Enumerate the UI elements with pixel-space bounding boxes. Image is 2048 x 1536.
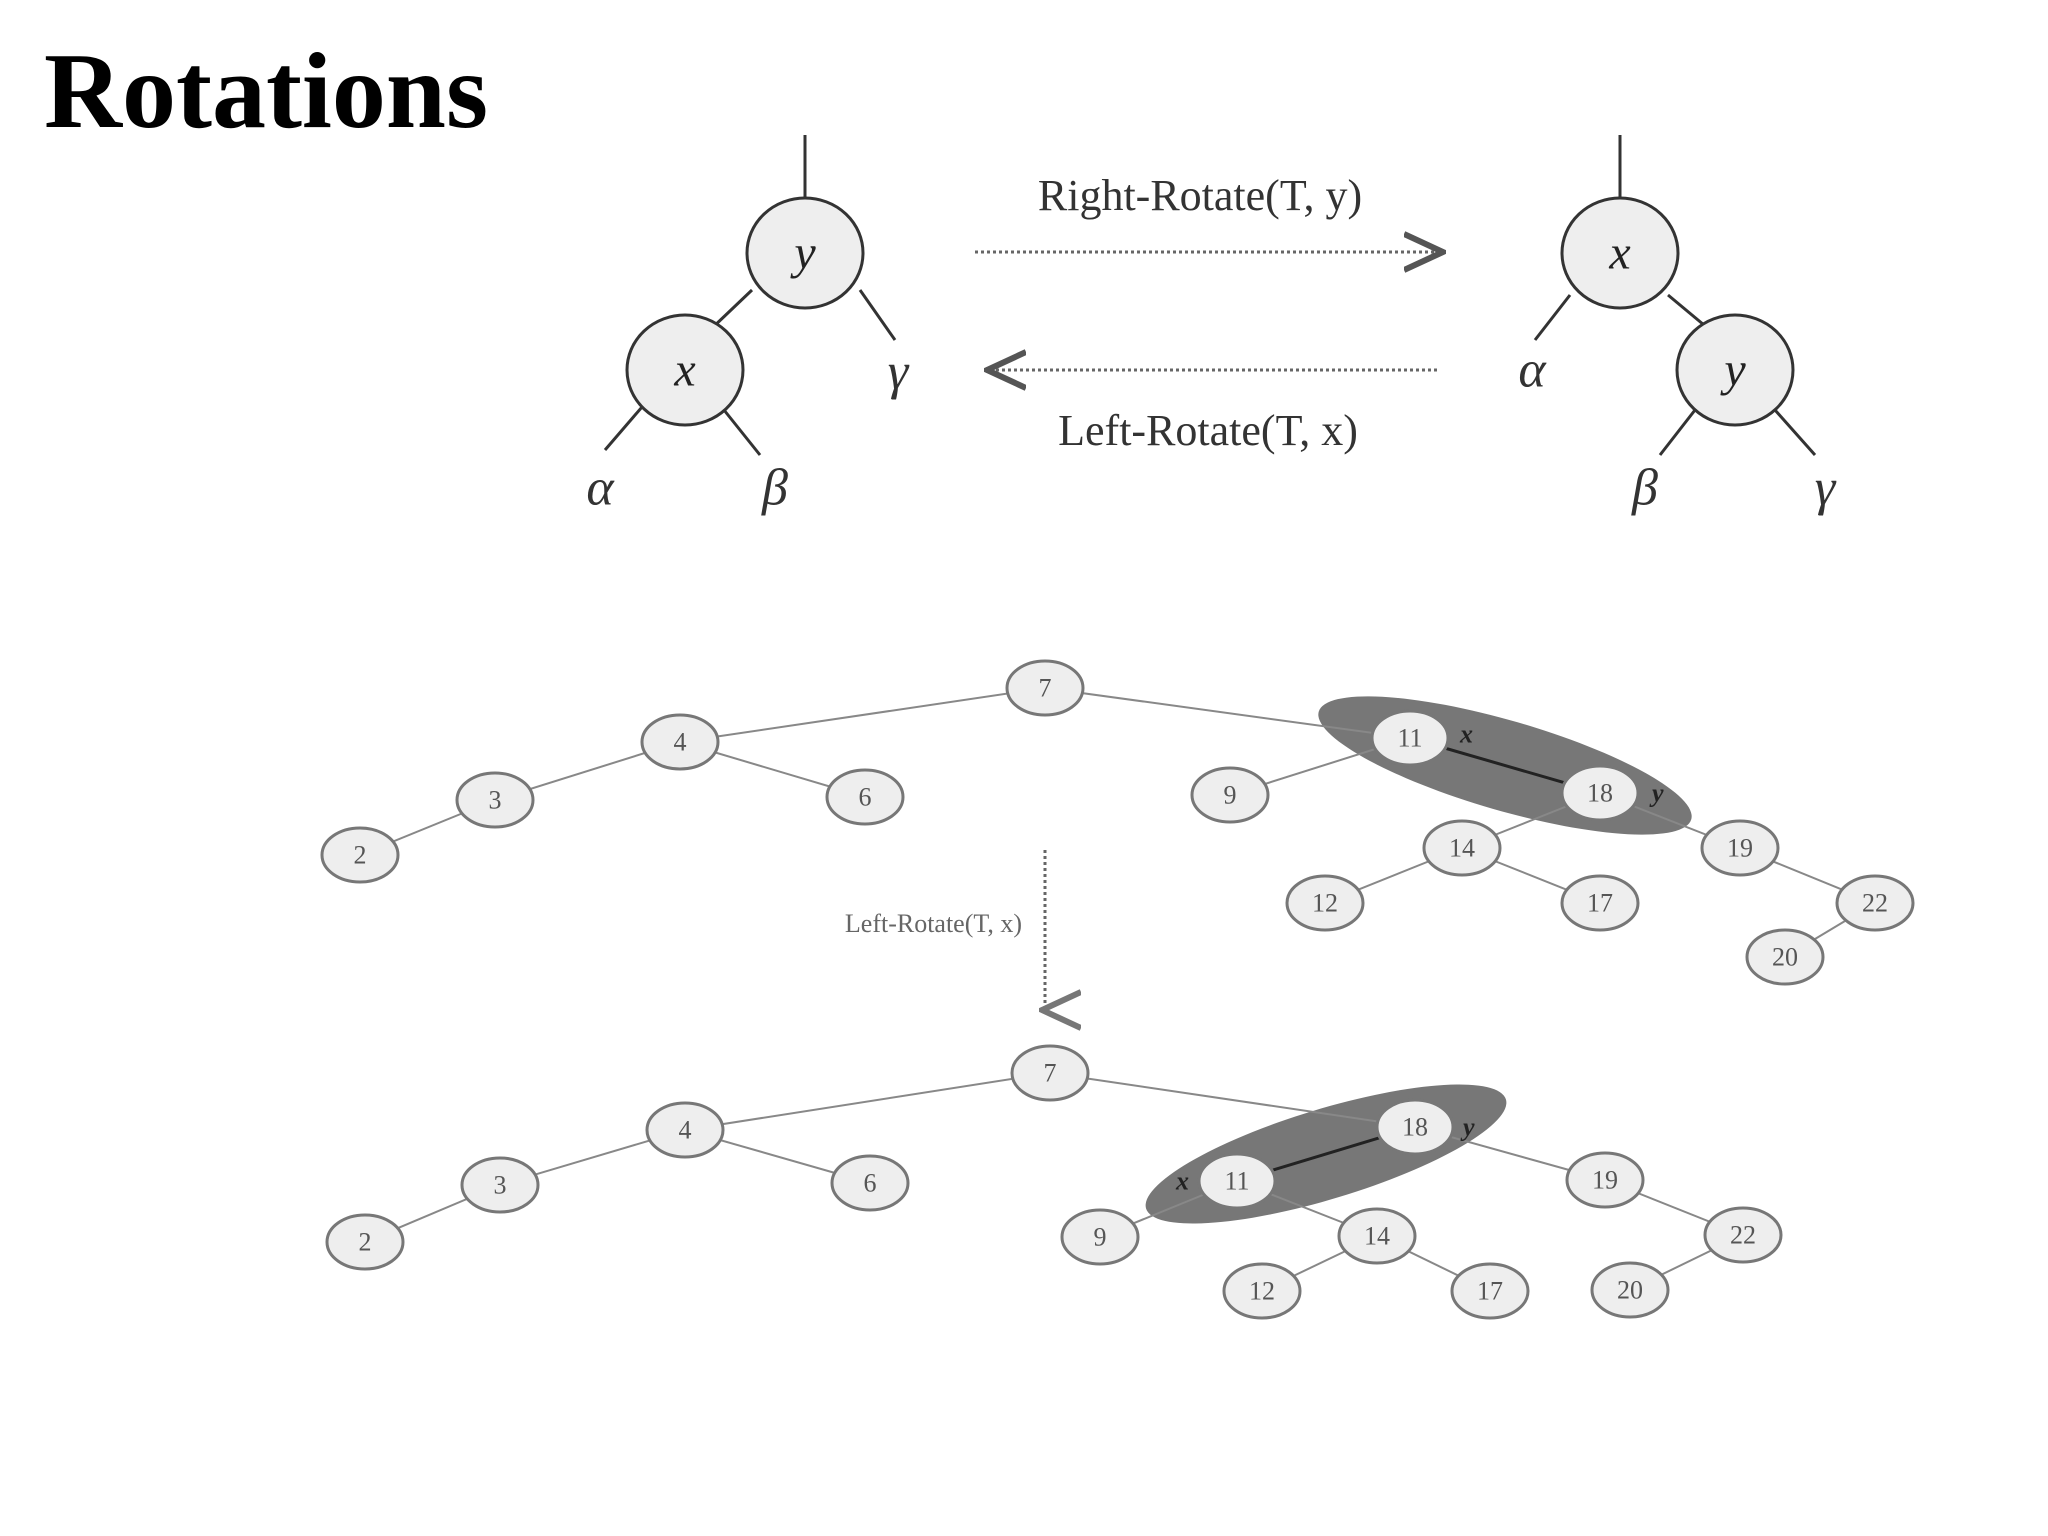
before-node-20: [1745, 928, 1825, 986]
left-tree-node-x-label: x: [673, 344, 695, 397]
before-node-6: [825, 768, 905, 826]
before-node-18: [1560, 764, 1640, 822]
left-tree-beta: β: [761, 460, 788, 517]
left-tree-edge-x-beta: [718, 404, 762, 456]
before-node-7: [1005, 659, 1085, 717]
after-node-9: [1060, 1208, 1140, 1266]
schematic-right-tree: x y α β γ: [1518, 135, 1837, 517]
left-tree-node-x: [625, 313, 745, 427]
before-node-6-key: 6: [859, 783, 872, 812]
before-node-11: [1370, 709, 1450, 767]
before-node-2: [320, 826, 400, 884]
before-node-9: [1190, 766, 1270, 824]
before-node-18-key: 18: [1587, 779, 1613, 808]
before-edge-7-4: [679, 687, 1046, 743]
right-rotate-label: Right-Rotate(T, y): [1038, 171, 1362, 220]
before-node-19: [1700, 819, 1780, 877]
before-edge-7-11: [1044, 687, 1411, 739]
left-tree-gamma: γ: [888, 344, 910, 401]
after-node-2-key: 2: [359, 1228, 372, 1257]
after-node-6: [830, 1154, 910, 1212]
right-tree-edge-y-gamma: [1773, 409, 1817, 456]
before-node-4: [640, 713, 720, 771]
before-pointer-y: y: [1649, 779, 1664, 808]
after-edge-7-4: [684, 1072, 1051, 1131]
after-node-11: [1197, 1152, 1277, 1210]
before-node-12: [1285, 874, 1365, 932]
after-node-6-key: 6: [864, 1169, 877, 1198]
before-node-7-key: 7: [1039, 674, 1052, 703]
after-node-7-key: 7: [1044, 1059, 1057, 1088]
left-tree-node-y: [745, 196, 865, 310]
before-node-17-key: 17: [1587, 889, 1613, 918]
after-node-20-key: 20: [1617, 1276, 1643, 1305]
slide-title: Rotations: [44, 32, 489, 151]
after-node-20: [1590, 1261, 1670, 1319]
left-tree-edge-x-alpha: [603, 399, 650, 451]
right-tree-beta: β: [1631, 460, 1658, 517]
before-node-20-key: 20: [1772, 943, 1798, 972]
before-node-3: [455, 771, 535, 829]
before-node-12-key: 12: [1312, 889, 1338, 918]
right-tree-node-x-label: x: [1608, 227, 1630, 280]
before-node-22: [1835, 874, 1915, 932]
after-node-3-key: 3: [494, 1171, 507, 1200]
right-tree-node-y-label: y: [1719, 344, 1746, 397]
after-node-11-key: 11: [1224, 1167, 1249, 1196]
before-node-22-key: 22: [1862, 889, 1888, 918]
before-pointer-x: x: [1459, 720, 1473, 749]
after-node-12-key: 12: [1249, 1277, 1275, 1306]
after-pointer-x: x: [1175, 1167, 1189, 1196]
before-node-3-key: 3: [489, 786, 502, 815]
example-left-rotate-label: Left-Rotate(T, x): [845, 909, 1022, 938]
after-node-19: [1565, 1151, 1645, 1209]
before-node-4-key: 4: [674, 728, 687, 757]
after-node-14: [1337, 1207, 1417, 1265]
example-tree-after: 7 4 3 2 6 18 11 9 14 12 17 19 22 20 y x: [325, 1044, 1783, 1320]
schematic-left-tree: y x γ α β: [586, 135, 910, 517]
example-operation: Left-Rotate(T, x): [845, 850, 1045, 1010]
after-node-17: [1450, 1262, 1530, 1320]
before-node-19-key: 19: [1727, 834, 1753, 863]
before-node-11-key: 11: [1397, 724, 1422, 753]
before-node-2-key: 2: [354, 841, 367, 870]
after-node-22: [1703, 1206, 1783, 1264]
after-node-9-key: 9: [1094, 1223, 1107, 1252]
right-tree-gamma: γ: [1815, 460, 1837, 517]
after-node-22-key: 22: [1730, 1221, 1756, 1250]
after-node-18-key: 18: [1402, 1113, 1428, 1142]
before-node-9-key: 9: [1224, 781, 1237, 810]
right-tree-node-x: [1560, 196, 1680, 310]
after-node-2: [325, 1213, 405, 1271]
after-node-19-key: 19: [1592, 1166, 1618, 1195]
after-node-18: [1375, 1098, 1455, 1156]
after-node-17-key: 17: [1477, 1277, 1503, 1306]
example-tree-before: 7 4 3 2 6 11 9 18 14 12 17 19 22 20 x y: [320, 659, 1915, 986]
after-node-14-key: 14: [1364, 1222, 1390, 1251]
right-tree-edge-y-beta: [1658, 409, 1697, 456]
before-node-17: [1560, 874, 1640, 932]
before-node-14: [1422, 819, 1502, 877]
after-node-12: [1222, 1262, 1302, 1320]
left-tree-node-y-label: y: [789, 227, 816, 280]
right-tree-edge-x-alpha: [1533, 294, 1572, 341]
after-node-4: [645, 1101, 725, 1159]
left-rotate-label: Left-Rotate(T, x): [1058, 406, 1358, 455]
schematic-operations: Right-Rotate(T, y) Left-Rotate(T, x): [975, 171, 1440, 455]
after-node-3: [460, 1156, 540, 1214]
left-tree-edge-y-gamma: [858, 289, 897, 341]
left-tree-alpha: α: [586, 460, 615, 517]
after-node-7: [1010, 1044, 1090, 1102]
right-tree-alpha: α: [1518, 342, 1547, 399]
before-node-14-key: 14: [1449, 834, 1475, 863]
after-pointer-y: y: [1460, 1113, 1475, 1142]
after-node-4-key: 4: [679, 1116, 692, 1145]
right-tree-node-y: [1675, 313, 1795, 427]
after-edge-7-18: [1049, 1072, 1416, 1128]
